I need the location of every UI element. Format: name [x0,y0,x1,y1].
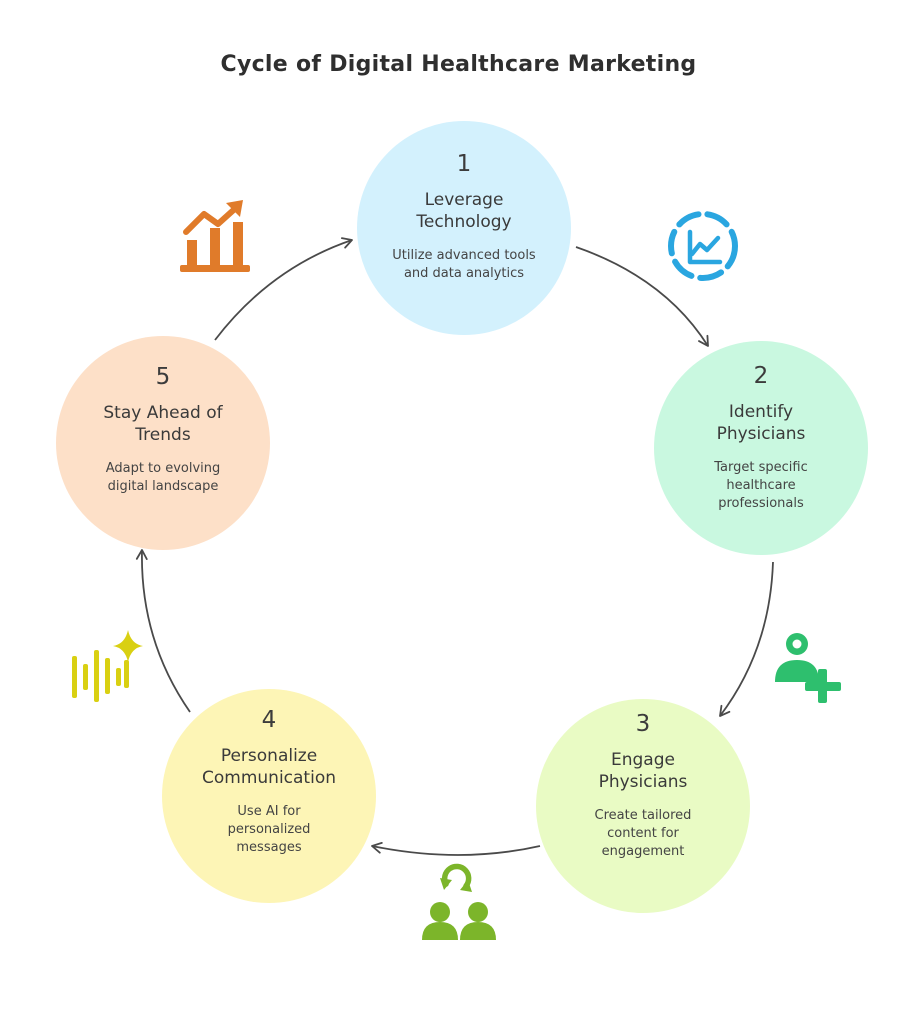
arrow-4-to-5 [135,549,191,713]
step-number: 4 [261,707,277,733]
step-leverage-technology: 1 Leverage Technology Utilize advanced t… [357,121,571,335]
step-heading: Stay Ahead of Trends [103,403,223,445]
step-number: 1 [456,151,472,177]
people-sync-icon [422,863,496,940]
step-stay-ahead-of-trends: 5 Stay Ahead of Trends Adapt to evolving… [56,336,270,550]
step-heading: Engage Physicians [598,750,688,792]
step-number: 3 [635,711,651,737]
analytics-chart-icon [668,211,738,281]
arrow-3-to-4 [371,842,541,856]
step-description: Use AI for personalized messages [227,804,311,855]
arrow-2-to-3 [719,561,774,717]
ai-voice-sparkle-icon [72,630,143,702]
step-number: 5 [155,364,171,390]
step-heading: Identify Physicians [716,402,806,444]
trend-chart-icon [180,200,250,272]
step-heading: Personalize Communication [202,746,336,788]
step-description: Create tailored content for engagement [594,808,692,859]
step-identify-physicians: 2 Identify Physicians Target specific he… [654,341,868,555]
arrow-5-to-1 [214,237,353,341]
step-number: 2 [753,363,769,389]
doctor-add-icon [775,633,841,703]
step-description: Target specific healthcare professionals [714,460,808,511]
step-description: Utilize advanced tools and data analytic… [392,248,536,281]
step-engage-physicians: 3 Engage Physicians Create tailored cont… [536,699,750,913]
page-title: Cycle of Digital Healthcare Marketing [220,52,697,77]
step-heading: Leverage Technology [416,190,512,232]
step-personalize-communication: 4 Personalize Communication Use AI for p… [162,689,376,903]
step-description: Adapt to evolving digital landscape [105,461,221,494]
arrow-1-to-2 [575,246,709,347]
